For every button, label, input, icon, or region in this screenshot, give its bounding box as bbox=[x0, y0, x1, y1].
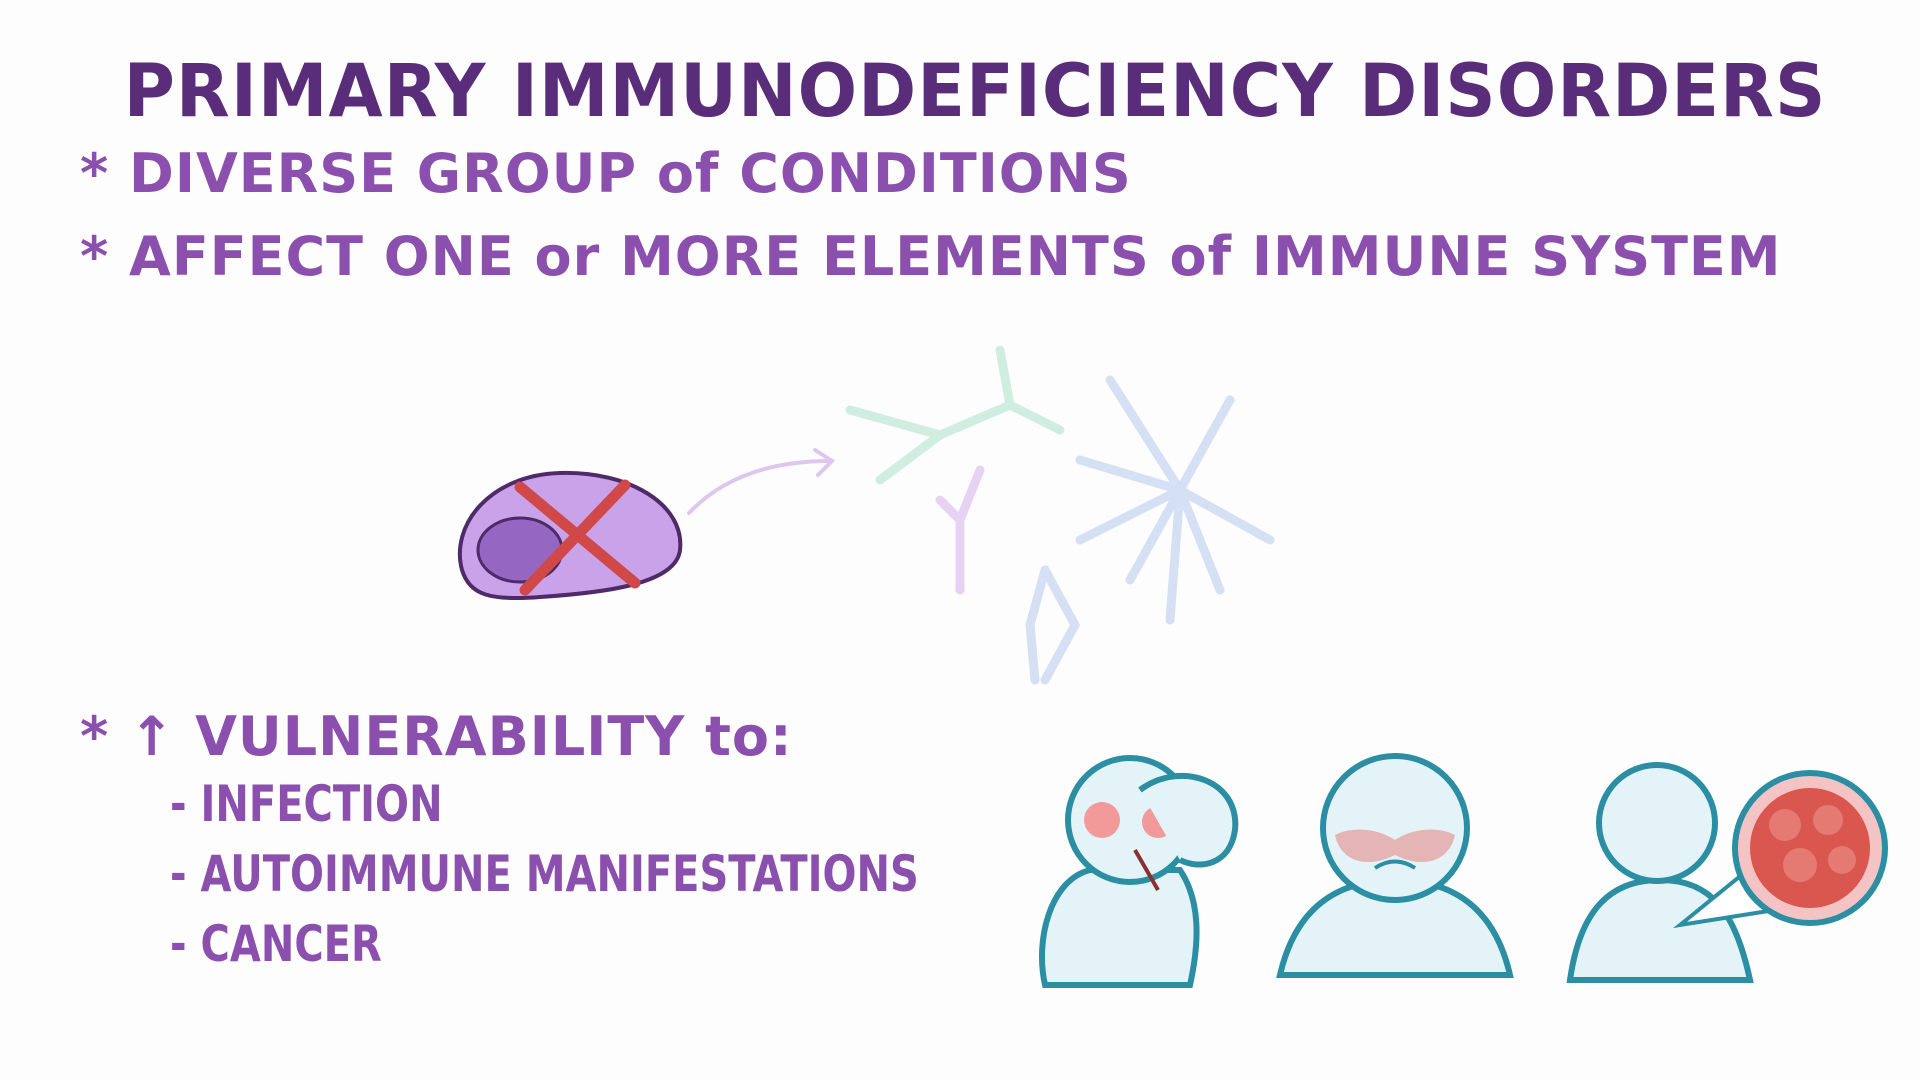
item-infection: - INFECTION bbox=[170, 775, 443, 833]
item-cancer: - CANCER bbox=[170, 915, 382, 973]
item-autoimmune: - AUTOIMMUNE MANIFESTATIONS bbox=[170, 845, 919, 903]
sick-person-fever-icon bbox=[1039, 755, 1239, 988]
b-cell-crossed-out-icon bbox=[457, 470, 683, 601]
person-tumor-cells-icon bbox=[1566, 762, 1888, 983]
page-title: PRIMARY IMMUNODEFICIENCY DISORDERS bbox=[123, 47, 1827, 135]
person-rash-icon bbox=[1276, 753, 1514, 978]
bullet-affect-elements: * AFFECT ONE or MORE ELEMENTS of IMMUNE … bbox=[80, 225, 1782, 288]
bullet-diverse-group: * DIVERSE GROUP of CONDITIONS bbox=[80, 142, 1132, 205]
arrow-icon bbox=[687, 448, 836, 515]
vulnerability-heading: * ↑ VULNERABILITY to: bbox=[80, 705, 793, 768]
antibody-icons bbox=[845, 345, 1275, 685]
